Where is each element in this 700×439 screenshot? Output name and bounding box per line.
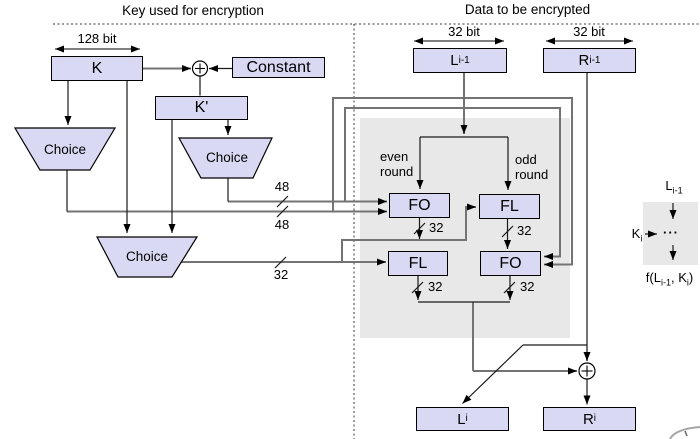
k-label: K — [91, 59, 103, 77]
choice3-trapezoid — [96, 236, 199, 278]
choice2-trapezoid — [177, 137, 273, 179]
wrap-feedback-inner — [344, 107, 561, 260]
bus-fl-top-label: 32 — [517, 223, 532, 238]
xor-key-icon — [191, 60, 209, 77]
mini-output-p1: f(L — [645, 270, 661, 285]
mini-input-base: L — [665, 178, 673, 193]
fl-bottom-box: FL — [388, 251, 448, 276]
choice1-label: Choice — [43, 142, 87, 157]
mini-key-base: K — [631, 226, 641, 241]
mini-output-p2: , K — [670, 270, 687, 285]
fl-top-box: FL — [479, 194, 540, 219]
fl-bottom-label: FL — [408, 254, 428, 272]
mini-output-sub1: i-1 — [660, 277, 671, 288]
bus-fo-bottom-label: 32 — [520, 279, 535, 294]
even-round-line1: even — [380, 149, 409, 164]
odd-round-line1: odd — [515, 152, 537, 167]
constant-label: Constant — [246, 58, 311, 76]
l-input-base: L — [450, 52, 459, 69]
fo-top-label: FO — [408, 196, 431, 214]
r-output-sub: i — [593, 413, 597, 424]
bus-fo-top-label: 32 — [429, 220, 444, 235]
odd-round-label: odd round — [515, 152, 549, 183]
fl-top-label: FL — [500, 197, 519, 215]
key-section-title: Key used for encryption — [122, 3, 264, 18]
mini-output-label: f(Li-1, Ki) — [627, 270, 700, 288]
bus32-label: 32 — [273, 267, 289, 282]
bus-slash-ticks — [274, 195, 516, 294]
connector-lines — [64, 65, 677, 405]
mini-output-p3: ) — [688, 270, 694, 285]
corner-watermark — [669, 426, 700, 439]
mini-key-label: Ki — [627, 226, 647, 244]
fo-top-box: FO — [389, 193, 450, 218]
k-box: K — [51, 56, 143, 81]
l-width-label: 32 bit — [448, 24, 480, 39]
mini-dots: ··· — [663, 225, 679, 240]
odd-round-line2: round — [515, 166, 549, 182]
l-input-sub: i-1 — [458, 54, 470, 66]
data-section-title: Data to be encrypted — [464, 2, 591, 17]
bus48-lower-label: 48 — [274, 217, 290, 232]
bus32-branch-to-fl — [341, 203, 476, 262]
constant-box: Constant — [232, 57, 325, 78]
r-width-label: 32 bit — [573, 24, 605, 39]
even-round-label: even round — [380, 149, 414, 180]
key-bus-lines — [67, 65, 591, 375]
fo-bottom-box: FO — [480, 251, 541, 276]
mini-input-label: Li-1 — [645, 178, 700, 196]
fo-bottom-label: FO — [499, 254, 522, 272]
r-input-base: R — [578, 52, 590, 69]
choice3-label: Choice — [125, 249, 169, 264]
k-prime-label: K' — [194, 99, 209, 116]
l-output-base: L — [457, 410, 466, 428]
r-output-base: R — [582, 410, 594, 428]
mini-output-sub2: i — [686, 277, 689, 288]
swap-diagonal-line — [462, 344, 524, 404]
bus-fl-bottom-label: 32 — [428, 279, 443, 294]
r-input-sub: i-1 — [589, 54, 601, 66]
k-prime-box: K' — [155, 96, 248, 120]
bus48-upper-label: 48 — [274, 179, 290, 194]
choice2-label: Choice — [205, 150, 249, 165]
choice1-trapezoid — [13, 127, 117, 171]
xor-data-icon — [578, 362, 596, 380]
key-width-label: 128 bit — [77, 31, 117, 46]
mini-input-sub: i-1 — [672, 185, 683, 196]
l-output-sub: i — [465, 413, 468, 424]
even-round-line2: round — [380, 163, 414, 179]
wrap-feedback-outer — [332, 97, 573, 268]
mini-key-sub: i — [640, 233, 643, 244]
